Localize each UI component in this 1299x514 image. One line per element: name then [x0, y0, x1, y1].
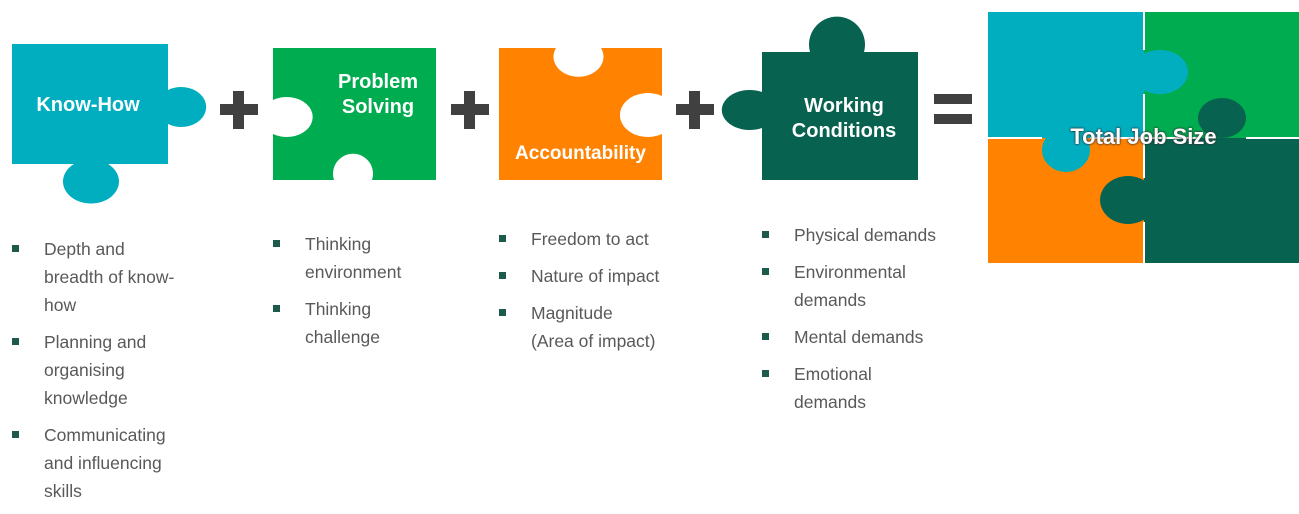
bullet-square-icon — [762, 268, 769, 275]
bullet-square-icon — [499, 235, 506, 242]
bullet-item: Emotional demands — [762, 360, 982, 416]
bullet-item: Freedom to act — [499, 225, 699, 253]
bullet-item: Thinking challenge — [273, 295, 463, 351]
bullet-item: Environmental demands — [762, 258, 982, 314]
plus-operator-2 — [451, 91, 489, 129]
accountability-label: Accountability — [515, 143, 646, 164]
know-how-label: Know-How — [36, 94, 140, 116]
working-conditions-label: Working Conditions — [791, 95, 897, 142]
bullet-square-icon — [273, 305, 280, 312]
bullet-square-icon — [762, 333, 769, 340]
bullet-item: Physical demands — [762, 221, 982, 249]
bullet-item: Planning and organising knowledge — [12, 328, 202, 412]
problem-solving-label: Problem Solving — [337, 71, 419, 118]
completed-puzzle-icon — [988, 12, 1299, 263]
bullet-text: Emotional demands — [794, 364, 872, 412]
bullet-square-icon — [12, 431, 19, 438]
total-job-size-label: Total Job Size — [1070, 124, 1217, 149]
bullet-text: Planning and organising knowledge — [44, 332, 147, 408]
bullet-square-icon — [12, 338, 19, 345]
bullet-text: Communicating and influencing skills — [44, 425, 166, 501]
bullet-text: Nature of impact — [531, 266, 660, 286]
bullet-item: Communicating and influencing skills — [12, 421, 202, 505]
puzzle-piece-accountability — [499, 48, 662, 180]
puzzle-piece-working-conditions — [721, 16, 918, 181]
bullet-item: Depth and breadth of know- how — [12, 235, 202, 319]
bullet-text: Mental demands — [794, 327, 924, 347]
bullet-square-icon — [762, 231, 769, 238]
bullet-item: Magnitude (Area of impact) — [499, 299, 699, 355]
bullet-square-icon — [273, 240, 280, 247]
plus-operator-1 — [220, 91, 258, 129]
puzzle-piece-know-how — [12, 44, 207, 204]
bullet-square-icon — [762, 370, 769, 377]
bullet-text: Thinking challenge — [305, 299, 380, 347]
bullet-text: Freedom to act — [531, 229, 649, 249]
puzzle-piece-problem-solving — [273, 48, 436, 180]
bullet-text: Environmental demands — [794, 262, 906, 310]
bullet-square-icon — [12, 245, 19, 252]
bullet-text: Depth and breadth of know- how — [44, 239, 175, 315]
bullet-square-icon — [499, 309, 506, 316]
bullet-text: Physical demands — [794, 225, 937, 245]
bullet-item: Mental demands — [762, 323, 982, 351]
bullet-square-icon — [499, 272, 506, 279]
plus-operator-3 — [676, 91, 714, 129]
bullet-item: Thinking environment — [273, 230, 463, 286]
bullet-text: Thinking environment — [305, 234, 402, 282]
bullet-item: Nature of impact — [499, 262, 699, 290]
bullet-text: Magnitude (Area of impact) — [531, 303, 656, 351]
equals-operator — [934, 94, 972, 124]
